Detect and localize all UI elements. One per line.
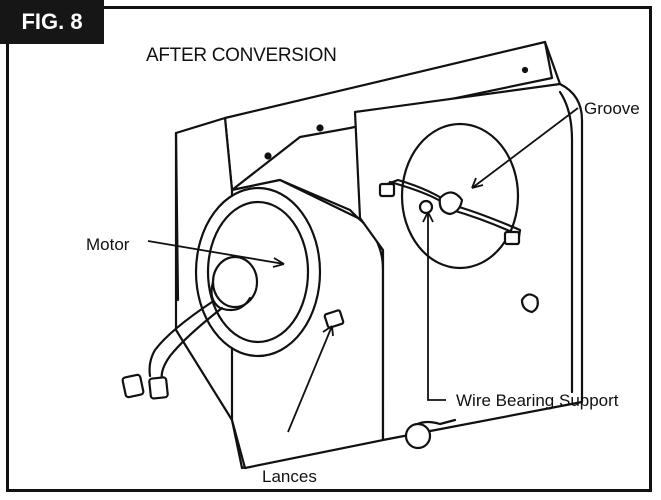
figure-number-badge: FIG. 8 [0,0,104,44]
callout-groove: Groove [584,99,640,118]
figure-title: AFTER CONVERSION [146,45,337,66]
motor-hub [211,255,259,309]
groove [438,191,464,216]
lances-leader [287,325,333,433]
groove-leader [471,107,579,189]
wire-support-leader [427,212,446,401]
motor-leader [147,240,285,265]
callout-lances: Lances [262,467,317,486]
motor-housing [194,186,322,358]
rear-notch [520,293,539,314]
callout-motor: Motor [86,235,130,254]
callout-wire-bearing-support: Wire Bearing Support [456,391,619,410]
motor-wires [148,300,214,378]
lance-tab [323,309,345,329]
